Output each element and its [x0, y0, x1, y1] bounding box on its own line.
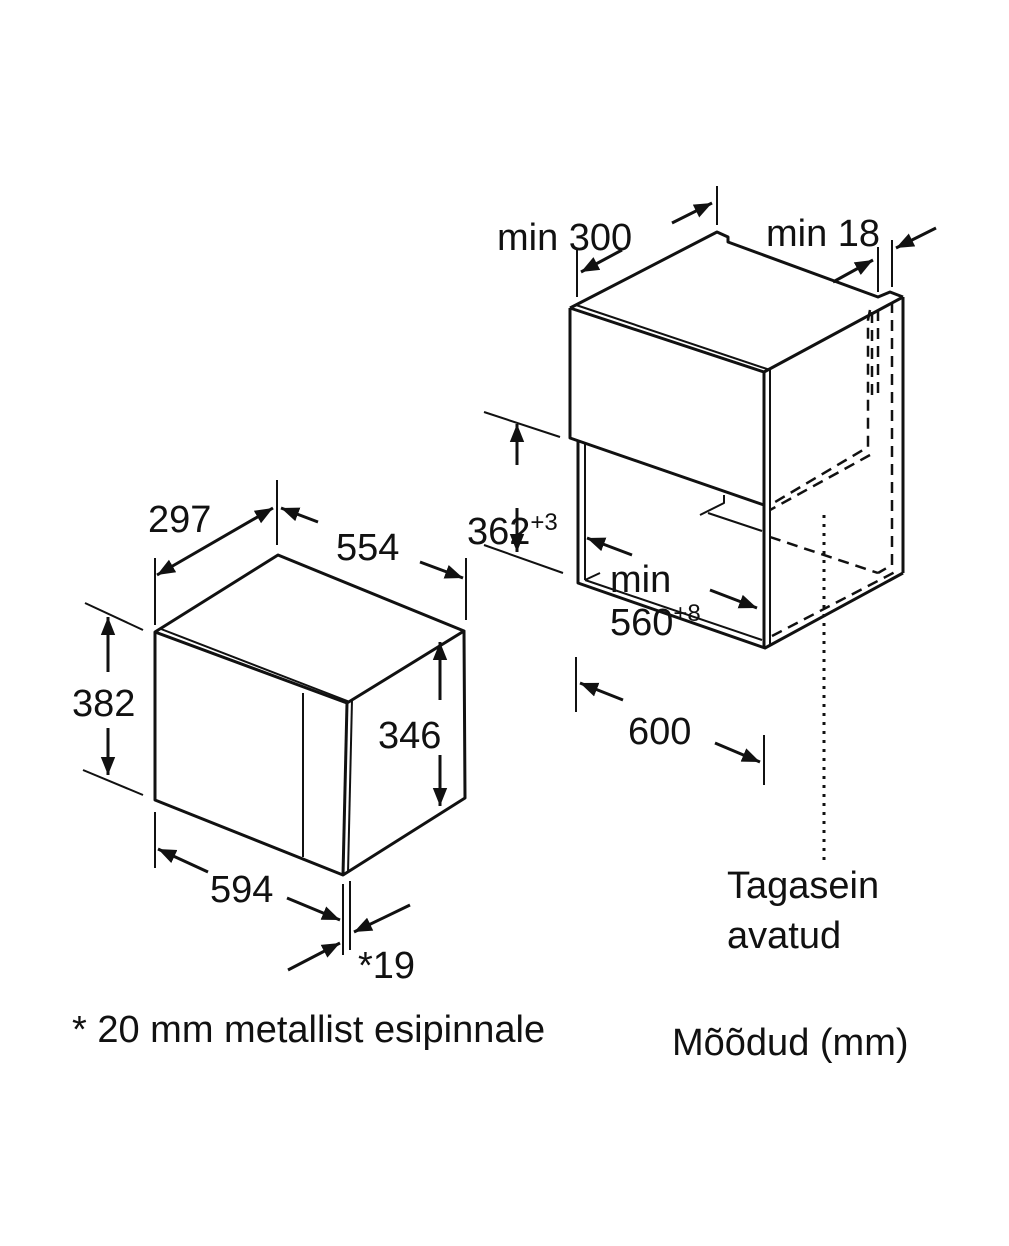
back-wall-label-line2: avatud [727, 915, 841, 957]
dimension-niche-min-label: min [610, 559, 671, 601]
dimension-height-346: 346 [378, 715, 441, 757]
dimension-min-18: min 18 [766, 213, 880, 255]
back-wall-label-line1: Tagasein [727, 865, 879, 907]
microwave-dimension-lines [82, 480, 467, 972]
dimension-min-300: min 300 [497, 217, 632, 259]
microwave-drawing [153, 553, 467, 877]
dimension-depth-297: 297 [148, 499, 211, 541]
dimension-niche-height: 362+3 [467, 509, 558, 553]
dimension-height-382: 382 [72, 683, 135, 725]
dimension-width-554: 554 [336, 527, 399, 569]
units-label: Mõõdud (mm) [672, 1022, 909, 1064]
footnote: * 20 mm metallist esipinnale [72, 1009, 545, 1051]
cabinet-dimension-lines [483, 186, 937, 785]
cabinet-drawing [568, 230, 905, 860]
dimension-width-594: 594 [210, 869, 273, 911]
dimension-offset-19: *19 [358, 945, 415, 987]
dimension-niche-width: 560+8 [610, 600, 701, 644]
dimension-cabinet-600: 600 [628, 711, 691, 753]
